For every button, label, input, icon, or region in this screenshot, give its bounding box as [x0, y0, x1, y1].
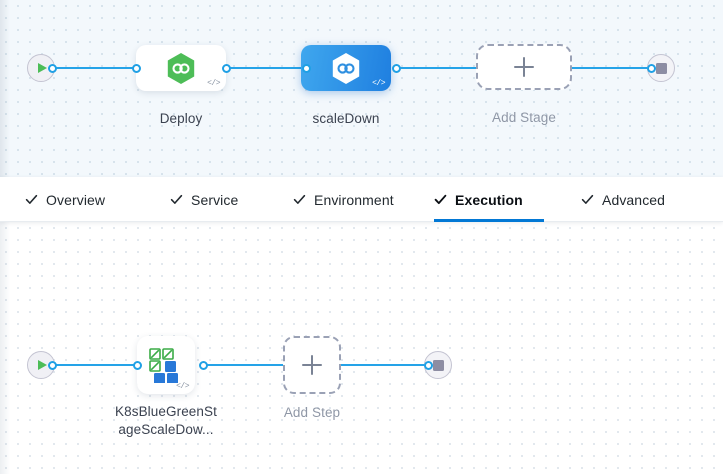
port-deploy-out[interactable] — [221, 63, 231, 73]
check-icon — [25, 194, 38, 204]
tab-overview[interactable]: Overview — [25, 177, 115, 222]
tab-advanced[interactable]: Advanced — [581, 177, 681, 222]
edge-start-to-deploy — [48, 67, 140, 69]
k8s-scale-icon — [148, 347, 184, 383]
port-step-out[interactable] — [198, 360, 208, 370]
edge-deploy-to-scaledown — [226, 67, 306, 69]
play-icon — [38, 63, 47, 73]
check-icon — [293, 194, 306, 204]
tab-label: Execution — [455, 191, 523, 208]
stage-graph-canvas[interactable]: </> Deploy </> scaleDown Ad — [0, 0, 723, 177]
stage-label-deploy: Deploy — [159, 111, 203, 126]
stage-node-scaledown[interactable]: </> — [301, 45, 391, 91]
add-step-button[interactable] — [283, 336, 341, 394]
add-stage-label: Add Stage — [492, 110, 556, 125]
add-step-label: Add Step — [283, 405, 341, 420]
edge-add-to-exec-end — [341, 364, 429, 366]
add-stage-button[interactable] — [476, 44, 572, 90]
stop-icon — [432, 359, 444, 371]
play-icon — [38, 360, 47, 370]
edge-exec-start-to-step — [48, 364, 140, 366]
execution-graph-canvas[interactable]: </> K8sBlueGreenSt ageScaleDow... Add St… — [0, 222, 723, 474]
port-step-in[interactable] — [132, 360, 142, 370]
step-label-line-1: K8sBlueGreenSt — [115, 404, 217, 419]
code-badge-icon: </> — [176, 382, 189, 391]
step-label-line-2: ageScaleDow... — [118, 422, 214, 437]
tab-label: Overview — [46, 191, 106, 208]
stage-config-tabbar: Overview Service Environment Execution A — [0, 177, 723, 222]
step-node-k8s-bluegreen-scaledown[interactable]: </> — [137, 336, 195, 394]
check-icon — [434, 194, 447, 205]
tab-environment[interactable]: Environment — [293, 177, 405, 222]
tab-label: Environment — [314, 191, 394, 208]
plus-icon — [514, 57, 534, 77]
edge-add-to-end — [570, 67, 652, 69]
edge-scaledown-to-add — [396, 67, 476, 69]
code-badge-icon: </> — [207, 79, 220, 88]
tab-execution[interactable]: Execution — [434, 177, 544, 222]
harness-hexagon-icon — [166, 52, 196, 85]
plus-icon — [302, 355, 322, 375]
tab-label: Service — [191, 191, 239, 208]
tab-service[interactable]: Service — [170, 177, 248, 222]
tab-label: Advanced — [602, 191, 666, 208]
edge-step-to-add — [203, 364, 283, 366]
stop-icon — [655, 62, 667, 74]
port-start-out[interactable] — [48, 63, 57, 73]
pipeline-end-node[interactable] — [647, 54, 675, 82]
port-scaledown-in[interactable] — [301, 63, 311, 73]
port-exec-start-out[interactable] — [48, 360, 57, 370]
port-deploy-in[interactable] — [131, 63, 141, 73]
check-icon — [170, 194, 183, 204]
stage-node-deploy[interactable]: </> — [136, 45, 226, 91]
check-icon — [581, 194, 594, 204]
port-exec-end-in[interactable] — [424, 360, 433, 370]
port-end-in[interactable] — [647, 63, 656, 73]
port-scaledown-out[interactable] — [391, 63, 401, 73]
code-badge-icon: </> — [372, 79, 385, 88]
step-label-k8s-bluegreen-scaledown: K8sBlueGreenSt ageScaleDow... — [95, 403, 237, 439]
stage-label-scaledown: scaleDown — [312, 111, 380, 126]
harness-hexagon-icon — [331, 52, 361, 85]
